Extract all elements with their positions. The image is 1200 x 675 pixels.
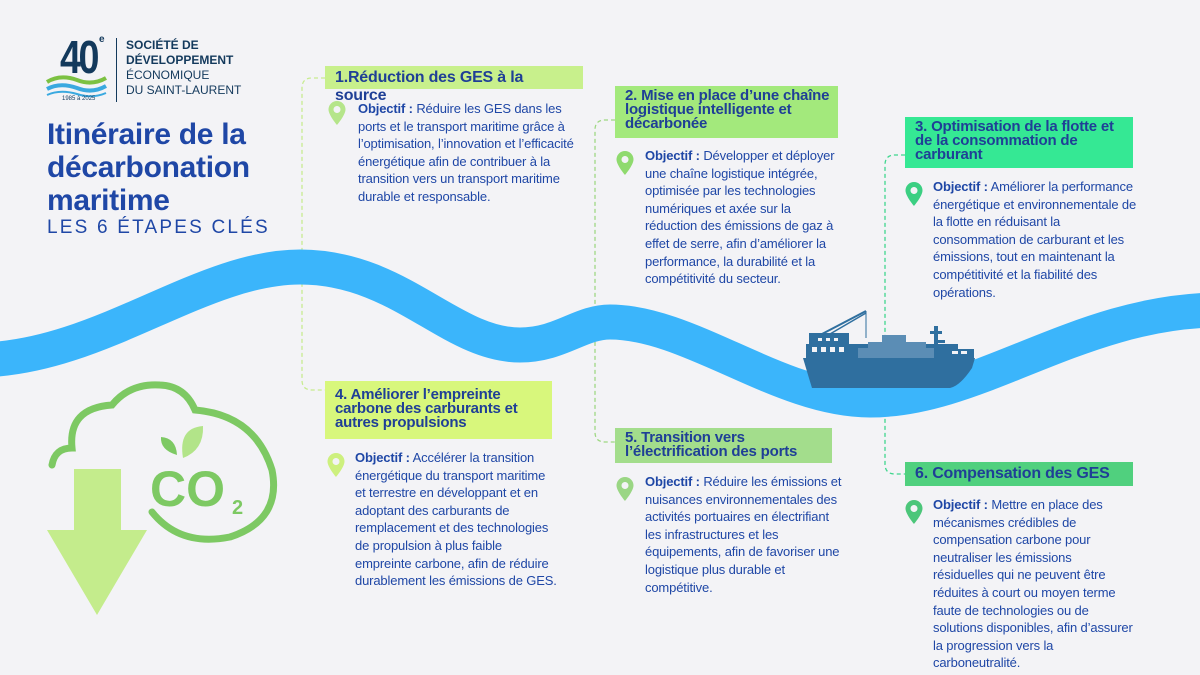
step-4-description: Objectif : Accélérer la transition énerg… (355, 449, 557, 590)
step-4-title: 4. Améliorer l’empreinte carbone des car… (325, 381, 552, 439)
objective-label: Objectif : (358, 101, 413, 116)
co2-text: CO (150, 461, 225, 517)
step-2-text: Développer et déployer une chaîne logist… (645, 148, 835, 287)
logo-waves-icon (45, 75, 107, 98)
step-1-description: Objectif : Réduire les GES dans les port… (358, 100, 586, 206)
step-2-description: Objectif : Développer et déployer une ch… (645, 147, 845, 288)
step-3-title: 3. Optimisation de la flotte et de la co… (905, 117, 1133, 168)
step-3-text: Améliorer la performance énergétique et … (933, 179, 1137, 300)
co2-subscript: 2 (232, 497, 243, 519)
location-pin-icon (327, 453, 345, 477)
location-pin-icon (905, 182, 923, 206)
step-1-text: Réduire les GES dans les ports et le tra… (358, 101, 574, 204)
step-4-text: Accélérer la transition énergétique du t… (355, 450, 557, 589)
step-6-text: Mettre en place des mécanismes crédibles… (933, 497, 1133, 671)
connector-1-4 (301, 77, 325, 391)
step-5-description: Objectif : Réduire les émissions et nuis… (645, 473, 847, 596)
logo-line: SOCIÉTÉ DE (126, 38, 199, 52)
step-5-title: 5. Transition vers l’électrification des… (615, 428, 832, 463)
step-5-text: Réduire les émissions et nuisances envir… (645, 474, 842, 595)
step-1-title: 1.Réduction des GES à la source (325, 66, 583, 104)
location-pin-icon (905, 500, 923, 524)
logo-line: DU SAINT-LAURENT (126, 83, 242, 97)
objective-label: Objectif : (933, 497, 988, 512)
objective-label: Objectif : (645, 474, 700, 489)
location-pin-icon (616, 477, 634, 501)
step-2-title: 2. Mise en place d’une chaîne logistique… (615, 86, 838, 138)
step-6-description: Objectif : Mettre en place des mécanisme… (933, 496, 1133, 672)
logo-years: 1985 à 2025 (62, 96, 96, 102)
logo-anniversary-number: 40 (60, 31, 100, 83)
leaf-icon (182, 426, 204, 458)
logo-line: ÉCONOMIQUE (126, 68, 210, 82)
down-arrow-icon (47, 469, 147, 615)
connector-3-6 (884, 154, 905, 475)
logo-organization-name: SOCIÉTÉ DE DÉVELOPPEMENT ÉCONOMIQUE DU S… (126, 38, 241, 98)
cloud-outline-icon (48, 381, 278, 543)
logo-divider (116, 38, 117, 102)
step-3-description: Objectif : Améliorer la performance éner… (933, 178, 1138, 301)
leaf-icon (160, 437, 177, 455)
cargo-ship-icon (803, 310, 975, 388)
objective-label: Objectif : (933, 179, 988, 194)
page-title: Itinéraire de la décarbonation maritime (47, 118, 250, 217)
objective-label: Objectif : (355, 450, 410, 465)
objective-label: Objectif : (645, 148, 700, 163)
logo-superscript: e (99, 34, 105, 45)
co2-reduction-illustration: CO 2 (47, 381, 278, 615)
connector-2-5 (594, 119, 615, 443)
step-6-title: 6. Compensation des GES (905, 462, 1133, 486)
page-subtitle: LES 6 ÉTAPES CLÉS (47, 217, 270, 238)
logo-line: DÉVELOPPEMENT (126, 53, 234, 67)
location-pin-icon (616, 151, 634, 175)
location-pin-icon (328, 101, 346, 125)
